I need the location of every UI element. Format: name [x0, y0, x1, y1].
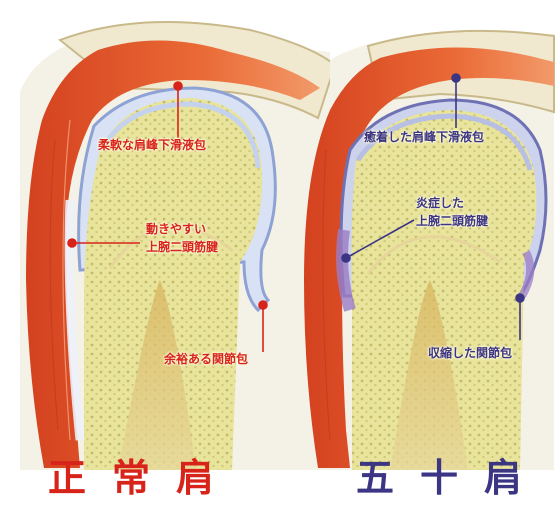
frozen-shoulder-figure — [304, 31, 554, 470]
normal-tendon-label-line1: 動きやすい — [146, 222, 206, 237]
frozen-shoulder-title: 五十肩 — [356, 458, 548, 498]
normal-capsule-label: 余裕ある関節包 — [164, 352, 248, 367]
normal-bursa-label: 柔軟な肩峰下滑液包 — [98, 138, 206, 153]
normal-shoulder-title: 正常肩 — [48, 458, 240, 498]
frozen-bursa-label: 癒着した肩峰下滑液包 — [364, 130, 484, 145]
normal-tendon-label-line2: 上腕二頭筋腱 — [146, 240, 218, 255]
frozen-tendon-label-line2: 上腕二頭筋腱 — [416, 214, 488, 229]
frozen-tendon-label-line1: 炎症した — [416, 196, 464, 211]
frozen-capsule-label: 収縮した関節包 — [428, 346, 512, 361]
